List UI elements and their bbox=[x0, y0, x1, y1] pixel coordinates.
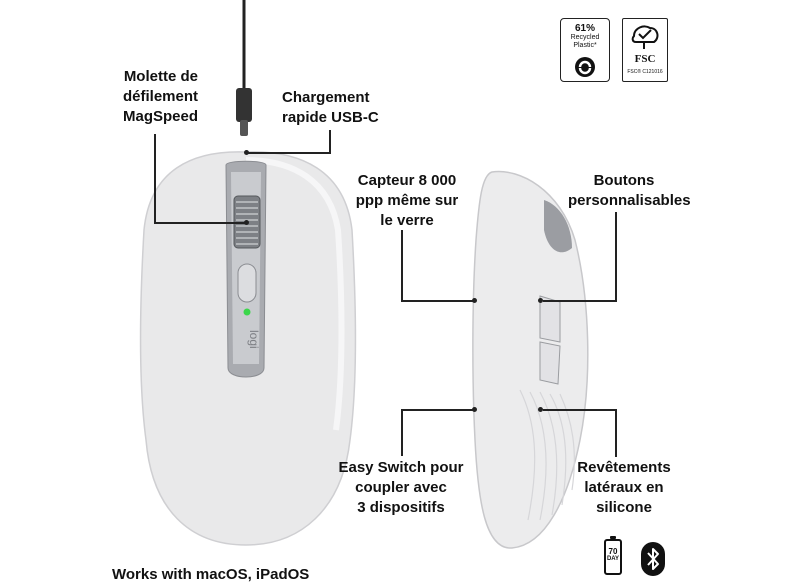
label-line: le verre bbox=[380, 212, 434, 229]
label-silicone: Revêtements latéraux en silicone bbox=[568, 458, 680, 518]
label-line: Capteur 8 000 bbox=[357, 172, 457, 189]
callout-line-buttons-v bbox=[615, 212, 617, 302]
callout-line-buttons-h bbox=[543, 300, 617, 302]
bluetooth-icon bbox=[641, 542, 665, 576]
callout-line-sensor-v bbox=[401, 230, 403, 302]
recycled-plastic-badge: 61% Recycled Plastic* bbox=[560, 18, 610, 82]
callout-line-switch-v bbox=[401, 410, 403, 456]
label-sensor: Capteur 8 000 ppp même sur le verre bbox=[345, 171, 469, 231]
callout-dot-usb bbox=[244, 150, 249, 155]
label-custom-buttons: Boutons personnalisables bbox=[568, 171, 691, 211]
label-line: Boutons bbox=[593, 172, 655, 189]
label-line: coupler avec bbox=[355, 479, 447, 496]
mode-shift-button bbox=[237, 263, 257, 303]
label-line: défilement bbox=[122, 88, 198, 105]
label-line: MagSpeed bbox=[122, 108, 198, 125]
label-line: 3 dispositifs bbox=[357, 499, 445, 516]
logi-logo: logi bbox=[247, 330, 261, 349]
side-button-back bbox=[539, 341, 561, 385]
callout-line-silicone-h bbox=[543, 409, 617, 411]
fsc-code: FSC® C121016 bbox=[627, 69, 663, 75]
callout-dot-wheel bbox=[244, 220, 249, 225]
status-led bbox=[243, 308, 251, 316]
label-line: silicone bbox=[596, 499, 652, 516]
label-line: ppp même sur bbox=[355, 192, 459, 209]
label-easy-switch: Easy Switch pour coupler avec 3 disposit… bbox=[333, 458, 469, 518]
fsc-mark: FSC bbox=[634, 53, 656, 65]
battery-days: 70 bbox=[608, 547, 618, 556]
battery-unit: DAY bbox=[606, 556, 620, 562]
callout-line-wheel-h2 bbox=[154, 222, 246, 224]
callout-line-sensor-h bbox=[401, 300, 473, 302]
recycled-line: Plastic* bbox=[573, 42, 597, 49]
label-line: Molette de bbox=[123, 68, 198, 85]
callout-line-usb-h bbox=[248, 152, 331, 154]
callout-dot-sensor bbox=[472, 298, 477, 303]
callout-line-switch-h bbox=[401, 409, 473, 411]
callout-line-usb-v bbox=[329, 130, 331, 154]
recycled-percent: 61% bbox=[574, 23, 595, 34]
recycled-line: Recycled bbox=[570, 34, 600, 41]
label-line: Revêtements bbox=[577, 459, 671, 476]
callout-dot-buttons bbox=[538, 298, 543, 303]
callout-dot-switch bbox=[472, 407, 477, 412]
mouse-side-body bbox=[472, 170, 589, 549]
label-scroll-wheel: Molette de défilement MagSpeed bbox=[96, 67, 198, 127]
fsc-badge: FSC FSC® C121016 bbox=[622, 18, 668, 82]
recycle-icon bbox=[575, 57, 595, 77]
label-line: Easy Switch pour bbox=[338, 459, 464, 476]
battery-icon: 70 DAY bbox=[604, 536, 622, 575]
label-line: personnalisables bbox=[568, 192, 691, 209]
label-line: latéraux en bbox=[584, 479, 664, 496]
callout-line-silicone-v bbox=[615, 409, 617, 457]
side-button-forward bbox=[539, 295, 561, 343]
callout-line-wheel-h1 bbox=[154, 134, 156, 224]
compatibility-note: Works with macOS, iPadOS bbox=[112, 566, 310, 583]
callout-dot-silicone bbox=[538, 407, 543, 412]
tree-check-icon bbox=[631, 25, 659, 49]
label-line: rapide USB-C bbox=[282, 109, 379, 126]
usb-c-connector bbox=[236, 88, 252, 122]
label-line: Chargement bbox=[282, 89, 370, 106]
label-usb-c: Chargement rapide USB-C bbox=[282, 88, 379, 128]
